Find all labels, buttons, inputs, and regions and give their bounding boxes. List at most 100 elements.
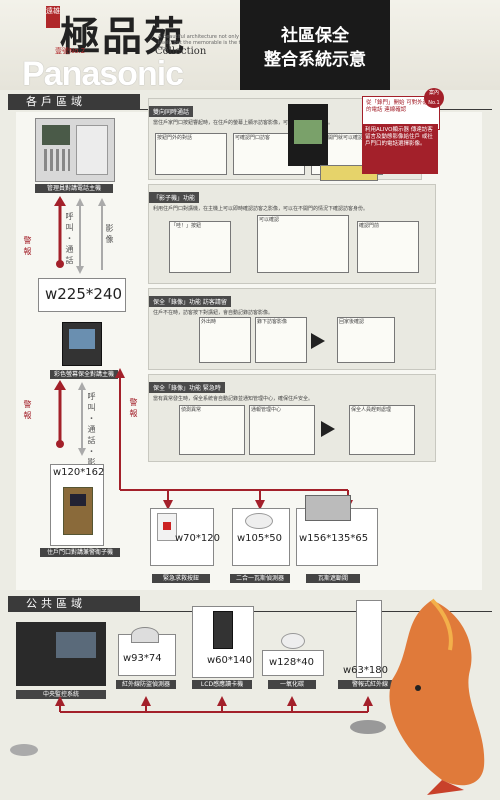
video-label-1: 影像 bbox=[105, 224, 114, 246]
card-reader-caption: LCD感應讀卡機 bbox=[192, 680, 252, 689]
inset4-scene-3: 保全人員趕到處理 bbox=[349, 405, 415, 455]
stone-decoration-1 bbox=[10, 744, 38, 756]
public-section-bar: 公共區域 bbox=[8, 596, 140, 611]
inset1-scene-3-label: 不需要開門就可以確認訪客 bbox=[313, 135, 374, 141]
sensor-valve-box: w156*135*65 bbox=[296, 495, 378, 566]
brand-seal: 遠雄 bbox=[46, 6, 60, 28]
diagram-title: 社區保全 整合系統示意 bbox=[240, 0, 390, 90]
sensor-emergency-box: w70*120 bbox=[150, 508, 220, 566]
issue-number: 壹號No.2 bbox=[55, 47, 86, 55]
inset3-scene-3-label: 回家後確認 bbox=[339, 319, 365, 325]
household-section-label: 各戶區域 bbox=[26, 95, 86, 108]
card-reader-device bbox=[213, 611, 233, 649]
intercom-handset bbox=[76, 125, 108, 175]
inset2-scene-3-label: 確認門前 bbox=[359, 223, 380, 229]
sensor-gas-box: w105*50 bbox=[232, 508, 290, 566]
gas-detector-device bbox=[245, 513, 273, 529]
call-label-2: 呼叫・通話・影像 bbox=[87, 392, 96, 480]
gas-valve-device bbox=[305, 495, 351, 521]
arrows-group-2 bbox=[54, 380, 86, 456]
household-section-bar: 各戶區域 bbox=[8, 94, 140, 109]
monitor-size-box: w225*240 bbox=[38, 278, 126, 312]
card-reader-box: w60*140 bbox=[192, 606, 254, 678]
door-unit-device bbox=[63, 487, 93, 535]
inset4-scene-1-label: 偵測異常 bbox=[181, 407, 202, 413]
title-line-2: 整合系統示意 bbox=[264, 50, 366, 70]
sensor-emergency-caption: 緊急求救按鈕 bbox=[152, 574, 210, 583]
inset1-scene-2-label: 可確認門口訪客 bbox=[235, 135, 271, 141]
co-detector-caption: 一氧化碳 bbox=[268, 680, 316, 689]
intercom-keypad bbox=[44, 149, 70, 171]
central-monitor-caption: 中央監控系統 bbox=[16, 690, 106, 699]
inset2-scene-1-label: 「哇！」按鈕 bbox=[171, 223, 202, 229]
ir-detector-caption: 紅外線防盜偵測器 bbox=[116, 680, 176, 689]
monitor-size-label: w225*240 bbox=[45, 285, 123, 303]
title-line-1: 社區保全 bbox=[281, 26, 349, 46]
monitor-caption: 彩色螢幕保全對講主機 bbox=[50, 370, 118, 379]
inset3-scene-1: 外出時 bbox=[199, 317, 251, 363]
alarm-label-2: 警報 bbox=[23, 400, 32, 422]
sensor-gas-size: w105*50 bbox=[237, 533, 282, 544]
inset2-title: 「影子機」功能 bbox=[149, 192, 200, 203]
intercom-device bbox=[35, 118, 115, 182]
inset4-scene-1: 偵測異常 bbox=[179, 405, 245, 455]
inset1-text: 當住戶家門口按鈕響起時，在住戶的螢幕上顯示訪客影像，可在客廳與訪客對話。 bbox=[153, 120, 334, 126]
inset4-arrow bbox=[321, 421, 335, 437]
ir-detector-size: w93*74 bbox=[123, 653, 162, 664]
co-detector-device bbox=[281, 633, 305, 649]
door-unit-box: w120*162 bbox=[50, 464, 104, 546]
inset3-scene-3: 回家後確認 bbox=[337, 317, 395, 363]
badge: 案內 No.1 bbox=[424, 88, 444, 108]
ir-beam-box: w63*180 bbox=[343, 600, 388, 678]
intercom-screen bbox=[42, 125, 70, 145]
tagline: A beautiful architecture not only splend… bbox=[158, 34, 263, 52]
inset-emergency-record: 保全「錄像」功能 緊急時 當有異常發生時，保全系統會自動記錄並通知管理中心，確保… bbox=[148, 374, 436, 462]
inset4-scene-2-label: 通報管理中心 bbox=[251, 407, 282, 413]
inset4-scene-3-label: 保全人員趕到處理 bbox=[351, 407, 392, 413]
koi-fish-illustration bbox=[389, 598, 485, 795]
inset2-scene-2-label: 可以確認 bbox=[259, 217, 280, 223]
inset1-scene-1-label: 按鈕門外的對話 bbox=[157, 135, 193, 141]
monitor-screen bbox=[69, 329, 95, 349]
emergency-button-red bbox=[163, 522, 171, 530]
ir-beam-size: w63*180 bbox=[343, 665, 388, 676]
red-info-box: 利用ALIVO顯示器 傳達訪客留言及動態影像給住戶 或社戶門口的電話選擇影像。 bbox=[362, 124, 438, 174]
inset2-scene-1: 「哇！」按鈕 bbox=[169, 221, 231, 273]
collection-label: Collection bbox=[155, 46, 207, 57]
central-monitor-photo bbox=[16, 622, 106, 686]
alarm-label-1: 警報 bbox=[23, 236, 32, 258]
inset3-text: 住戶不在時，訪客按下對講鈕，會自動記錄訪客影像。 bbox=[153, 310, 274, 316]
public-link-arrows bbox=[55, 696, 373, 713]
sensor-valve-size: w156*135*65 bbox=[299, 533, 369, 544]
color-monitor-device bbox=[62, 322, 102, 366]
central-monitor-screens bbox=[56, 632, 96, 658]
inset2-scene-2: 可以確認 bbox=[257, 215, 349, 273]
public-section-label: 公共區域 bbox=[26, 597, 86, 610]
inset-monitor-photo bbox=[288, 104, 328, 166]
call-label-1: 呼叫・通話 bbox=[65, 212, 74, 267]
door-unit-size: w120*162 bbox=[53, 467, 105, 478]
sensor-link-arrows bbox=[115, 368, 353, 510]
sensor-valve-caption: 瓦斯遮斷閥 bbox=[306, 574, 360, 583]
inset1-title: 雙向同時通話 bbox=[149, 106, 194, 117]
co-detector-box: w128*40 bbox=[262, 633, 324, 676]
brand-logo-text: 極品苑 bbox=[60, 13, 186, 60]
inset3-scene-2-label: 錄下訪客影像 bbox=[257, 319, 288, 325]
inset4-title: 保全「錄像」功能 緊急時 bbox=[149, 382, 225, 393]
inset4-scene-2: 通報管理中心 bbox=[249, 405, 315, 455]
card-reader-size: w60*140 bbox=[207, 655, 252, 666]
emergency-button-device bbox=[157, 513, 177, 541]
ir-detector-box: w93*74 bbox=[118, 627, 176, 676]
intercom-caption: 管理員對講電話主機 bbox=[35, 184, 113, 193]
stone-decoration-2 bbox=[350, 720, 386, 734]
co-detector-size: w128*40 bbox=[269, 657, 314, 668]
inset3-title: 保全「錄像」功能 訪客請留 bbox=[149, 296, 231, 307]
inset-monitor-screen bbox=[294, 120, 322, 144]
inset2-text: 利用住戶門口對講機，在主機上可以即時確認訪客之影像，可以在不開門的情況下確認訪客… bbox=[153, 206, 369, 212]
ir-detector-device bbox=[131, 627, 159, 643]
door-unit-caption: 住戶門口對講兼警衛子機 bbox=[40, 548, 120, 557]
sensor-gas-caption: 二合一瓦斯偵測器 bbox=[230, 574, 290, 583]
inset4-text: 當有異常發生時，保全系統會自動記錄並通知管理中心，確保住戶安全。 bbox=[153, 396, 314, 402]
door-camera bbox=[70, 494, 86, 506]
inset2-scene-3: 確認門前 bbox=[357, 221, 419, 273]
